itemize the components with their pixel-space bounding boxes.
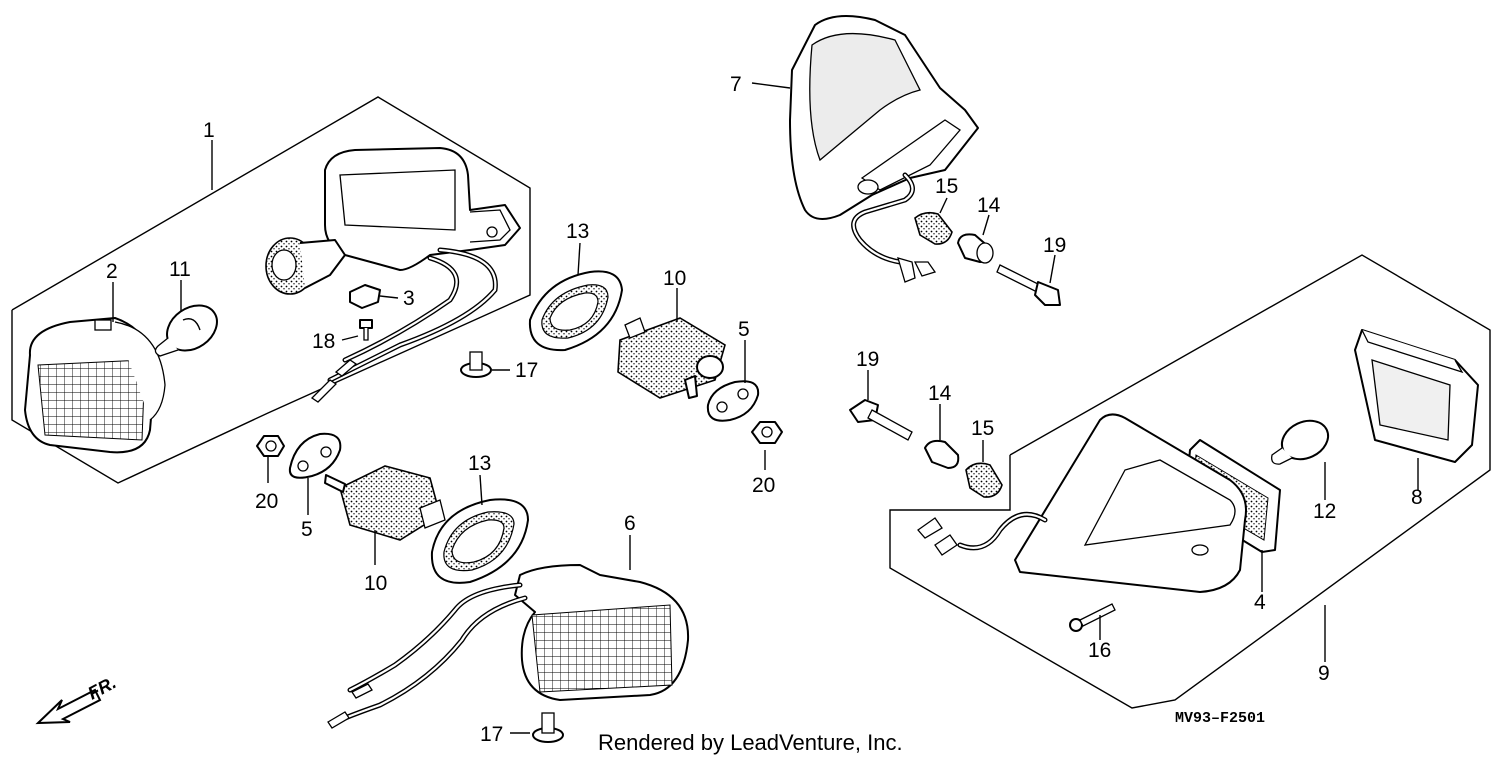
callout-7: 7 <box>730 73 742 96</box>
callout-10-lower: 10 <box>364 572 387 595</box>
diagram-code: MV93–F2501 <box>1175 710 1265 727</box>
screw-part-17-upper <box>460 351 510 378</box>
mount-part-10-lower <box>324 465 446 541</box>
callout-15-upper: 15 <box>935 175 958 198</box>
callout-19-upper: 19 <box>1043 234 1066 257</box>
callout-19-lower: 19 <box>856 348 879 371</box>
callout-9: 9 <box>1318 662 1330 685</box>
bolt-part-19-upper <box>996 264 1061 306</box>
callout-16: 16 <box>1088 639 1111 662</box>
callout-8: 8 <box>1411 486 1423 509</box>
base-part-9 <box>917 413 1247 593</box>
plate-part-5-upper <box>706 380 760 422</box>
callout-5-upper: 5 <box>738 318 750 341</box>
callout-13-lower: 13 <box>468 452 491 475</box>
nut-part-20-right <box>751 421 783 444</box>
callout-6: 6 <box>624 512 636 535</box>
screw-part-17-lower <box>510 712 564 743</box>
assembly-outline-9 <box>889 254 1491 709</box>
callout-13-upper: 13 <box>566 220 589 243</box>
callout-5-lower: 5 <box>301 518 313 541</box>
bolt-part-19-lower <box>849 399 913 441</box>
callout-17-upper: 17 <box>515 359 538 382</box>
front-direction-indicator: FR. <box>35 672 119 725</box>
mount-part-10-upper <box>617 317 726 399</box>
callout-17-lower: 17 <box>480 723 503 746</box>
screw-part-16 <box>1069 603 1116 632</box>
collar-part-15-upper <box>914 211 953 245</box>
gasket-part-13-upper <box>528 270 623 352</box>
nut-part-20-left <box>256 435 285 457</box>
collar-part-15-lower <box>965 462 1003 498</box>
render-credit: Rendered by LeadVenture, Inc. <box>598 730 903 755</box>
bulb-part-11 <box>154 304 218 357</box>
bulb-part-12 <box>1271 419 1330 465</box>
front-arrow-icon <box>35 688 102 725</box>
bushing-part-14-lower <box>924 439 960 469</box>
callout-10-upper: 10 <box>663 267 686 290</box>
callout-2: 2 <box>106 260 118 283</box>
callout-3: 3 <box>403 287 415 310</box>
callout-1: 1 <box>203 119 215 142</box>
lens-part-8 <box>1354 329 1479 463</box>
clip-nut-part-3 <box>349 284 399 309</box>
lens-part-2 <box>24 317 166 454</box>
callout-labels: 1 2 3 4 5 5 6 7 8 9 10 10 11 12 13 13 14… <box>106 73 1423 746</box>
bushing-part-14-upper <box>957 233 994 264</box>
callout-20-left: 20 <box>255 490 278 513</box>
callout-14-lower: 14 <box>928 382 952 405</box>
gasket-part-13-lower <box>430 498 529 584</box>
callout-4: 4 <box>1254 591 1266 614</box>
turn-signal-part-6 <box>327 564 690 729</box>
callout-15-lower: 15 <box>971 417 994 440</box>
callout-18: 18 <box>312 330 335 353</box>
callout-20-right: 20 <box>752 474 775 497</box>
callout-12: 12 <box>1313 500 1336 523</box>
callout-11: 11 <box>169 258 191 281</box>
housing-part-1 <box>265 147 521 403</box>
screw-part-18 <box>341 319 373 341</box>
plate-part-5-lower <box>288 432 342 479</box>
callout-14-upper: 14 <box>977 194 1001 217</box>
leader-lines <box>112 82 1419 662</box>
cover-part-7 <box>789 15 979 283</box>
